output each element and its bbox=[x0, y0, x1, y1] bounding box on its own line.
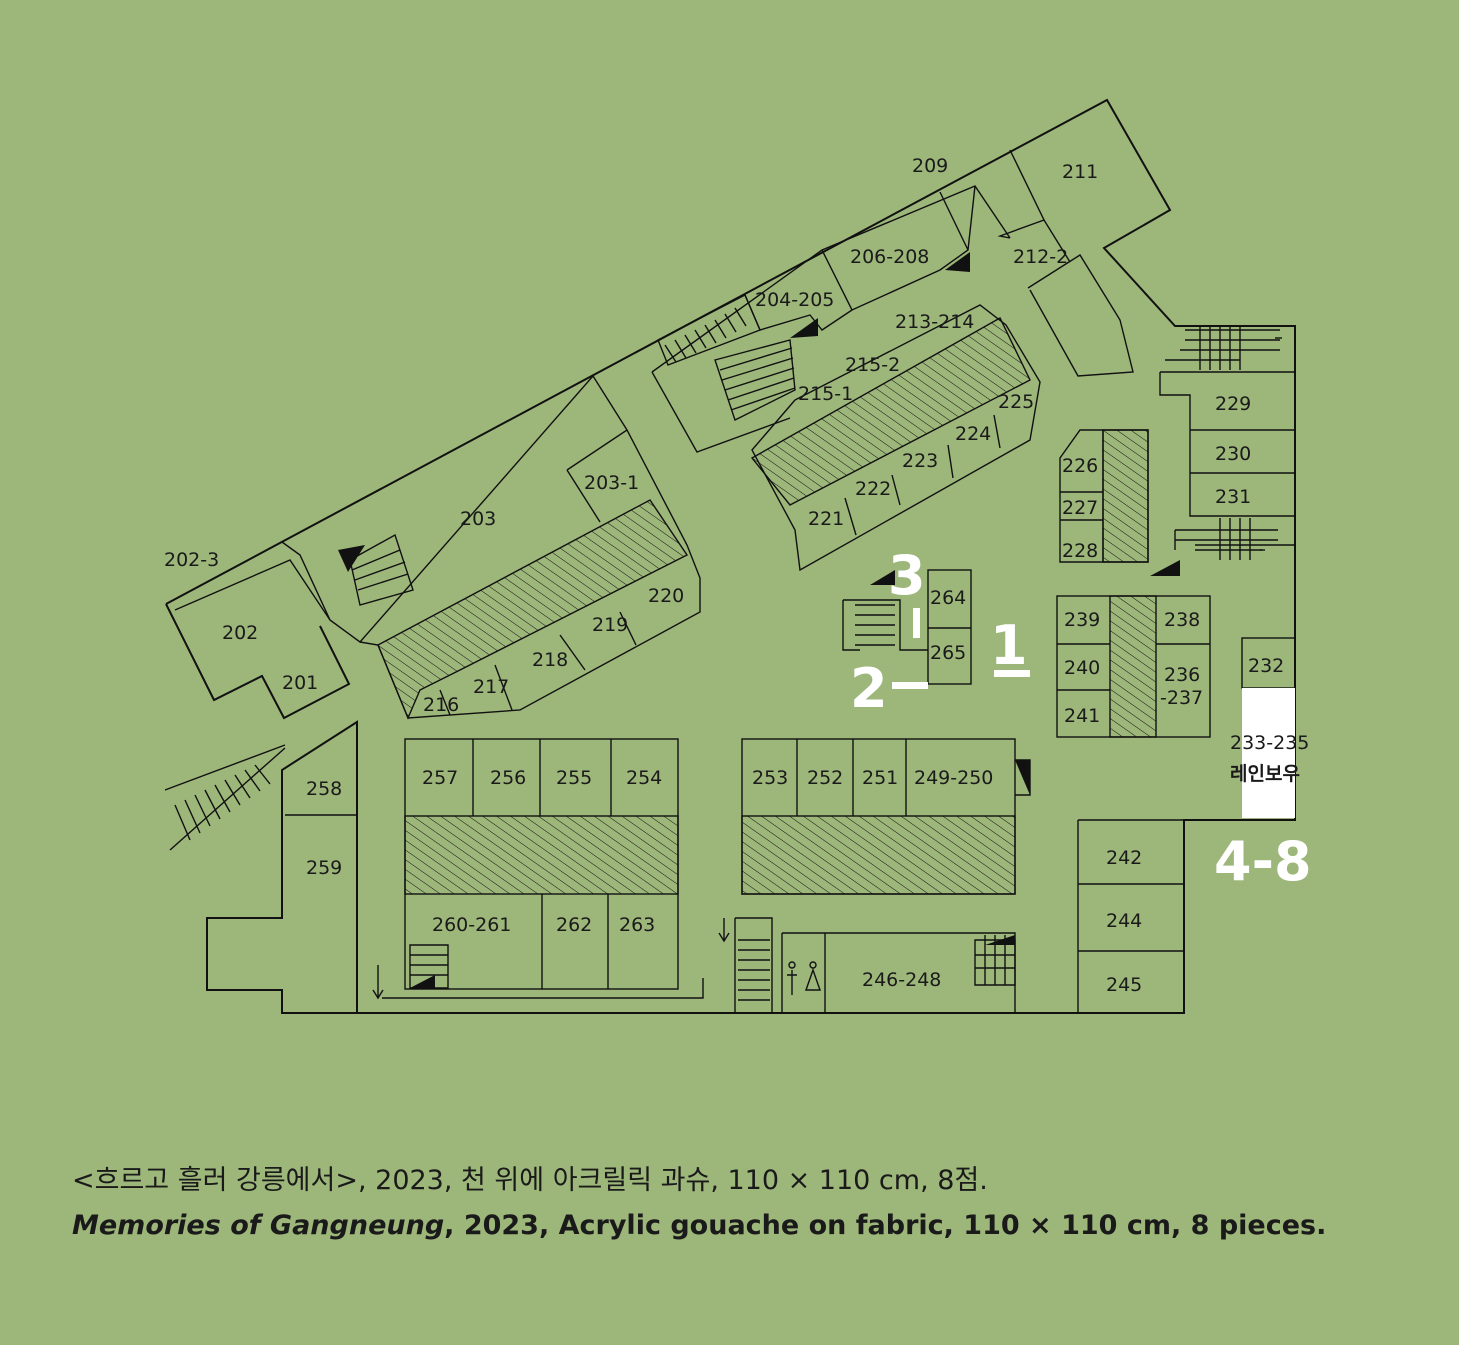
room-221: 221 bbox=[808, 508, 844, 530]
direction-arrow-icon bbox=[372, 337, 1282, 1000]
room-230: 230 bbox=[1215, 443, 1251, 465]
room-238: 238 bbox=[1164, 609, 1200, 631]
room-258: 258 bbox=[306, 778, 342, 800]
caption-english-details: , 2023, Acrylic gouache on fabric, 110 ×… bbox=[444, 1210, 1327, 1241]
room-226: 226 bbox=[1062, 455, 1098, 477]
room-203-1: 203-1 bbox=[584, 472, 639, 494]
room-237: -237 bbox=[1160, 687, 1203, 709]
room-225: 225 bbox=[998, 391, 1034, 413]
room-216: 216 bbox=[423, 694, 459, 716]
room-246-248: 246-248 bbox=[862, 969, 941, 991]
room-228: 228 bbox=[1062, 540, 1098, 562]
room-218: 218 bbox=[532, 649, 568, 671]
room-217: 217 bbox=[473, 676, 509, 698]
room-215-1: 215-1 bbox=[798, 383, 853, 405]
highlighted-shop-rainbow bbox=[1242, 688, 1295, 818]
room-239: 239 bbox=[1064, 609, 1100, 631]
caption-english: Memories of Gangneung, 2023, Acrylic gou… bbox=[72, 1210, 1326, 1241]
room-206-208: 206-208 bbox=[850, 246, 929, 268]
room-232: 232 bbox=[1248, 655, 1284, 677]
shop-name-rainbow: 레인보우 bbox=[1230, 763, 1300, 785]
room-227: 227 bbox=[1062, 497, 1098, 519]
outer-wall bbox=[165, 98, 1296, 1014]
room-233-235: 233-235 bbox=[1230, 732, 1309, 754]
room-241: 241 bbox=[1064, 705, 1100, 727]
room-251: 251 bbox=[862, 767, 898, 789]
room-223: 223 bbox=[902, 450, 938, 472]
room-264: 264 bbox=[930, 587, 966, 609]
room-257: 257 bbox=[422, 767, 458, 789]
marker-3: 3 bbox=[888, 544, 926, 607]
room-256: 256 bbox=[490, 767, 526, 789]
room-213-214: 213-214 bbox=[895, 311, 974, 333]
room-209: 209 bbox=[912, 155, 948, 177]
room-244: 244 bbox=[1106, 910, 1142, 932]
room-211: 211 bbox=[1062, 161, 1098, 183]
marker-1: 1 bbox=[990, 614, 1028, 677]
room-202: 202 bbox=[222, 622, 258, 644]
escalator-icon bbox=[338, 252, 1180, 988]
room-labels: 209 211 206-208 212-2 204-205 213-214 21… bbox=[164, 155, 1309, 996]
restroom-icon bbox=[787, 961, 821, 995]
room-259: 259 bbox=[306, 857, 342, 879]
room-263: 263 bbox=[619, 914, 655, 936]
room-222: 222 bbox=[855, 478, 891, 500]
room-252: 252 bbox=[807, 767, 843, 789]
room-253: 253 bbox=[752, 767, 788, 789]
room-219: 219 bbox=[592, 614, 628, 636]
stairs-icon bbox=[164, 294, 1280, 1001]
marker-2: 2 bbox=[850, 657, 888, 720]
room-262: 262 bbox=[556, 914, 592, 936]
room-245: 245 bbox=[1106, 974, 1142, 996]
artwork-markers: 1 2 3 4-8 bbox=[850, 544, 1312, 893]
room-224: 224 bbox=[955, 423, 991, 445]
room-201: 201 bbox=[282, 672, 318, 694]
room-255: 255 bbox=[556, 767, 592, 789]
marker-4-8: 4-8 bbox=[1214, 830, 1312, 893]
room-254: 254 bbox=[626, 767, 662, 789]
room-229: 229 bbox=[1215, 393, 1251, 415]
room-242: 242 bbox=[1106, 847, 1142, 869]
caption-english-title: Memories of Gangneung bbox=[72, 1210, 445, 1241]
room-236: 236 bbox=[1164, 664, 1200, 686]
caption-korean: <흐르고 흘러 강릉에서>, 2023, 천 위에 아크릴릭 과슈, 110 ×… bbox=[72, 1165, 988, 1196]
room-212-2: 212-2 bbox=[1013, 246, 1068, 268]
room-231: 231 bbox=[1215, 486, 1251, 508]
room-203: 203 bbox=[460, 508, 496, 530]
room-265: 265 bbox=[930, 642, 966, 664]
room-202-3: 202-3 bbox=[164, 549, 219, 571]
room-240: 240 bbox=[1064, 657, 1100, 679]
room-215-2: 215-2 bbox=[845, 354, 900, 376]
room-204-205: 204-205 bbox=[755, 289, 834, 311]
room-220: 220 bbox=[648, 585, 684, 607]
room-249-250: 249-250 bbox=[914, 767, 993, 789]
room-260-261: 260-261 bbox=[432, 914, 511, 936]
